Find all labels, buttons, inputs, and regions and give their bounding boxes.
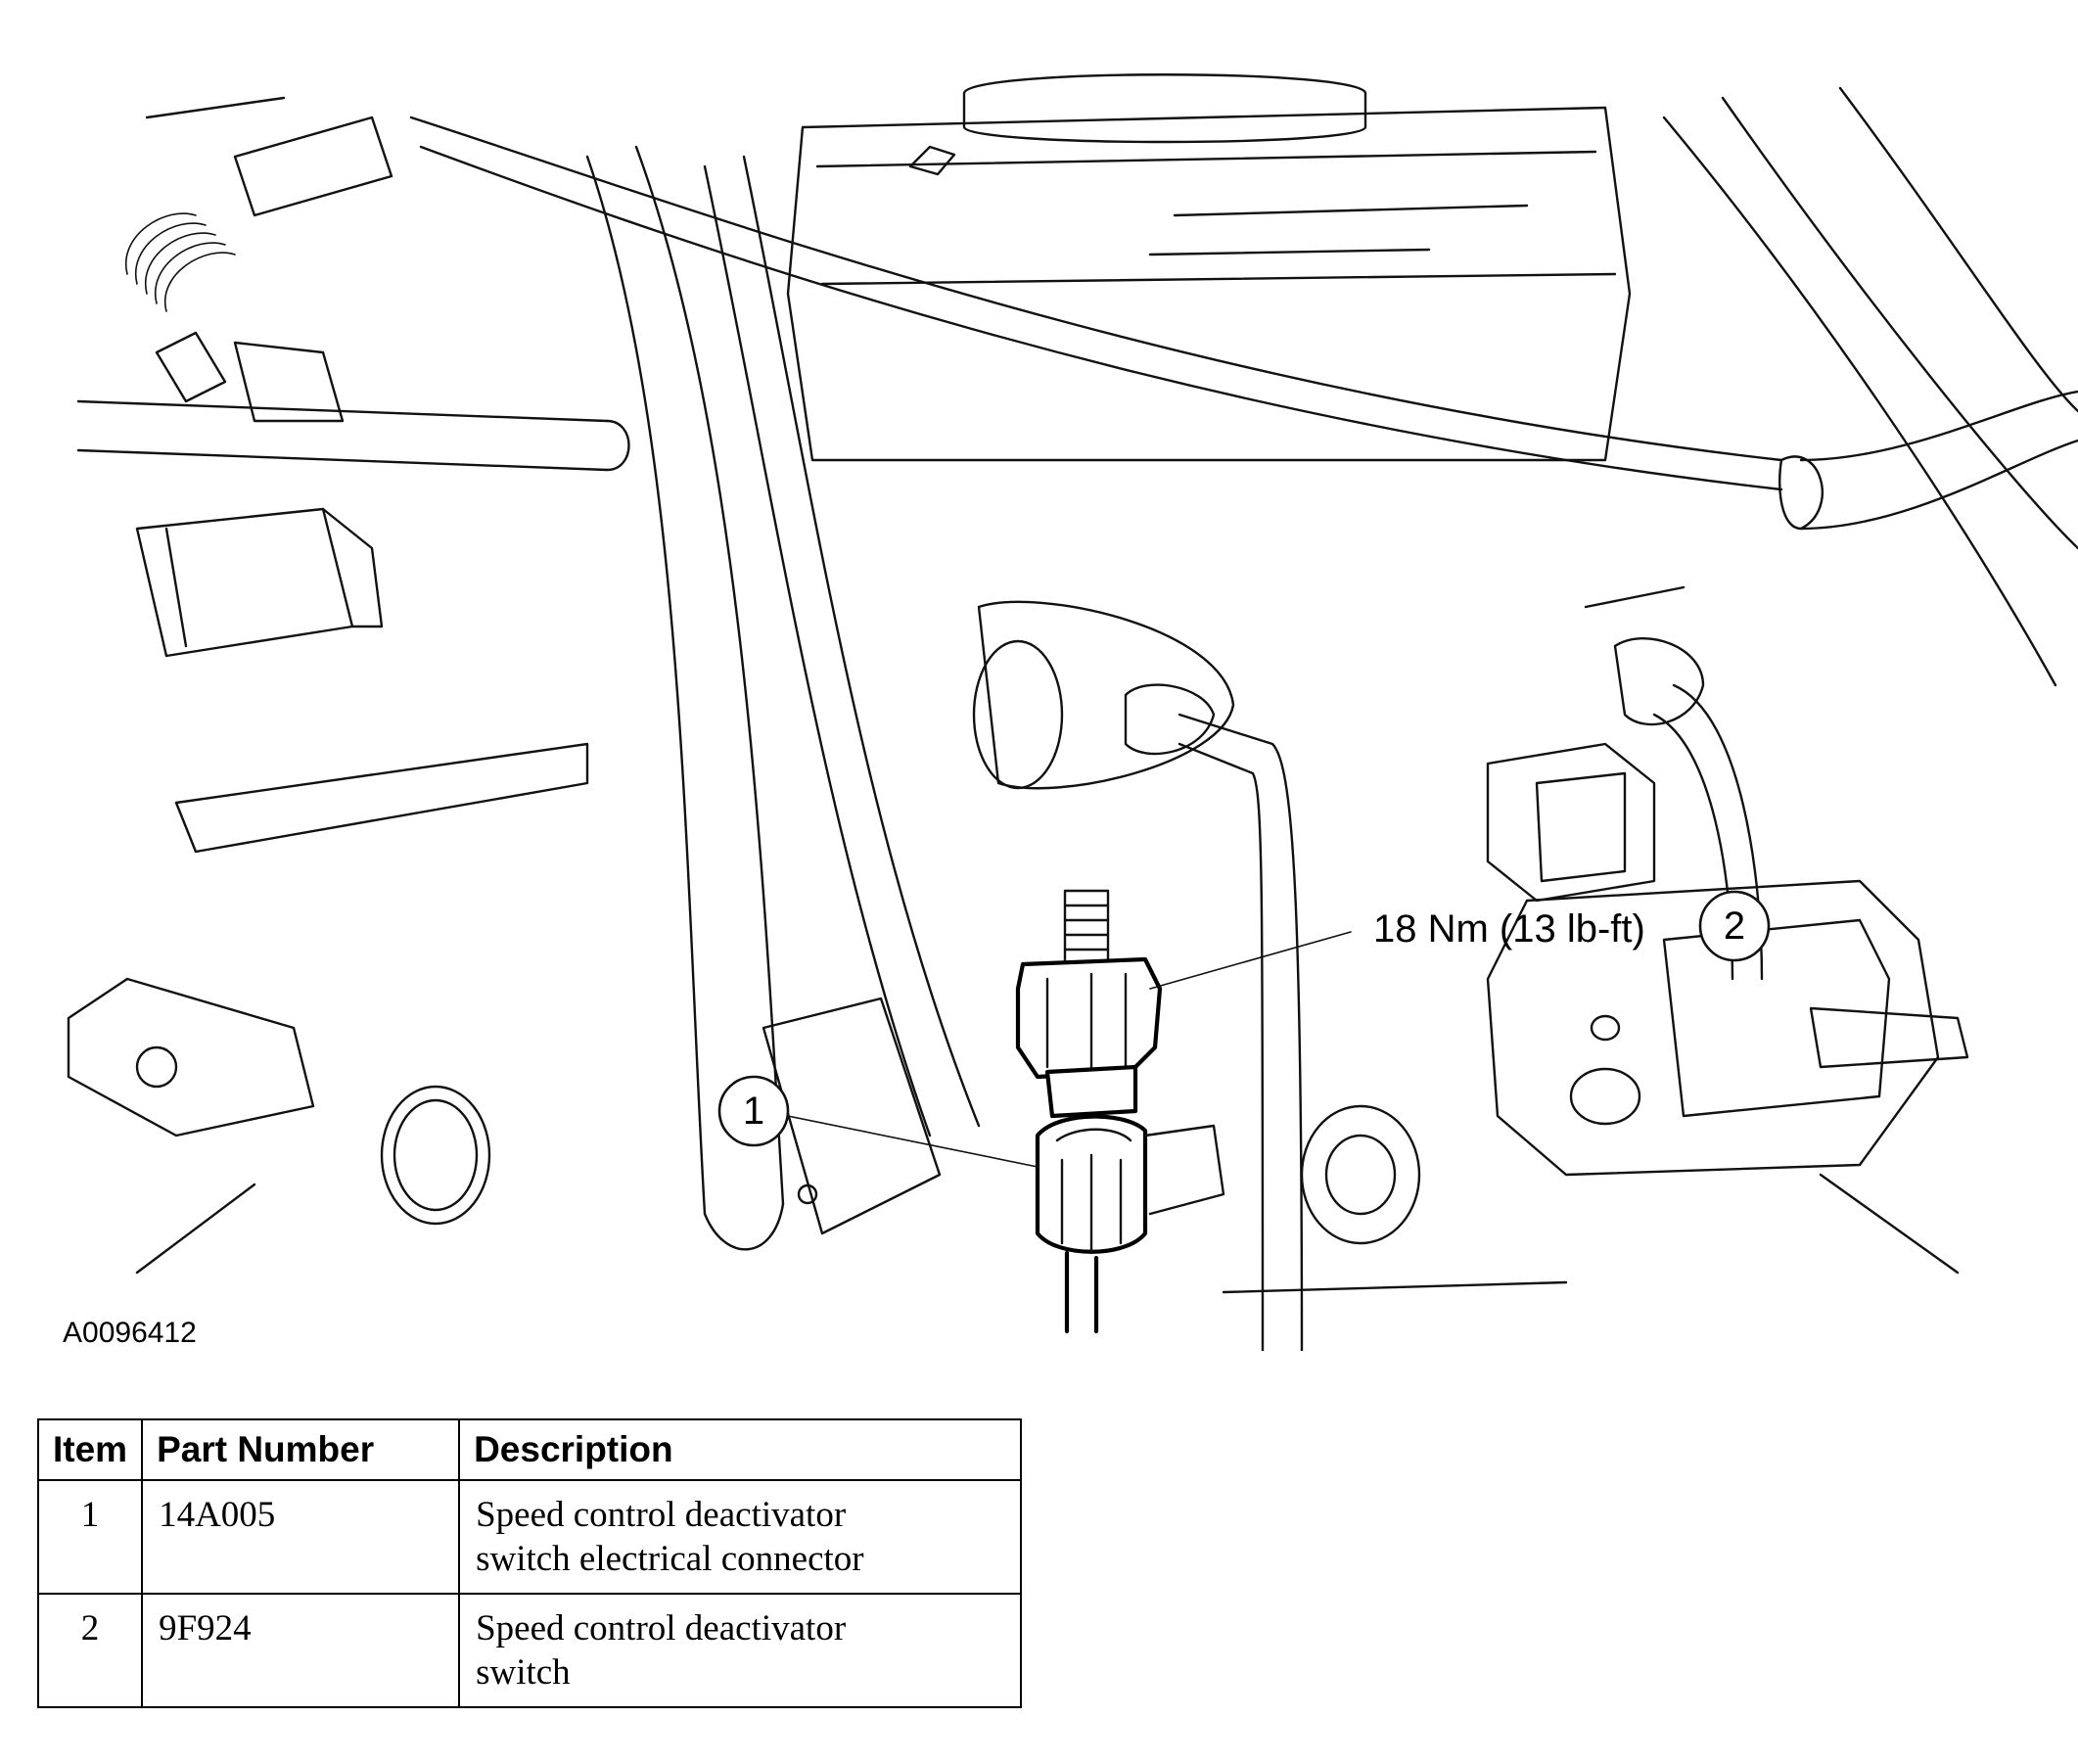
mid-right-connector [1486,742,1656,903]
left-tube [76,399,630,472]
vertical-hose [585,145,981,1251]
row-1-description: Speed control deactivator switch electri… [458,1479,1022,1595]
row-1-description-line-1: Speed control deactivator [476,1495,847,1535]
row-2-item: 2 [36,1593,144,1708]
table-row: 2 9F924 Speed control deactivator switch [36,1593,1022,1708]
header-part-number: Part Number [141,1418,461,1481]
brake-fluid-reservoir [786,73,1632,462]
row-2-description: Speed control deactivator switch [458,1593,1022,1708]
header-item: Item [36,1418,144,1481]
row-2-description-line-2: switch [476,1652,571,1693]
left-connector-cluster [135,331,384,658]
callout-2-circle [1698,890,1771,962]
right-motor-assembly [1486,879,1969,1275]
header-description: Description [458,1418,1022,1481]
lower-bracket [762,997,1568,1294]
throttle-return-spring [124,96,393,312]
row-1-description-line-2: switch electrical connector [476,1539,864,1579]
callout-1-number: 1 [743,1090,764,1133]
row-2-part-number: 9F924 [141,1593,461,1708]
callout-2-number: 2 [1724,905,1745,948]
line-drawing: 18 Nm (13 lb-ft) 2 1 [67,73,2078,1351]
torque-spec-label: 18 Nm (13 lb-ft) [1373,907,1645,951]
row-1-part-number: 14A005 [141,1479,461,1595]
table-row: 1 14A005 Speed control deactivator switc… [36,1479,1022,1595]
switch-electrical-connector [1035,1114,1225,1334]
table-header-row: Item Part Number Description [36,1418,1022,1481]
vacuum-lines [409,86,2078,687]
leader-lines [777,931,1352,1168]
row-1-item: 1 [36,1479,144,1595]
engine-bay-illustration: 18 Nm (13 lb-ft) 2 1 [67,73,2078,1351]
figure-id-label: A0096412 [63,1317,197,1349]
callout-1-circle [717,1075,790,1147]
row-2-description-line-1: Speed control deactivator [476,1608,847,1648]
parts-table: Item Part Number Description 1 14A005 Sp… [36,1418,1022,1708]
lower-left-plate [67,742,589,1275]
deactivator-switch [1015,889,1163,1119]
